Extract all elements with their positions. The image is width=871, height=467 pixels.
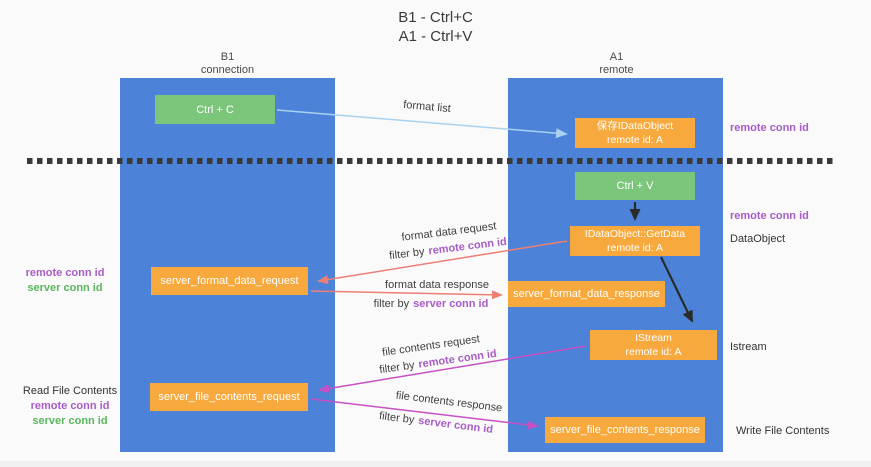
filter-by-text-2: filter by [373, 298, 410, 310]
title-line-1: B1 - Ctrl+C [398, 9, 473, 26]
annotation-file-remote-conn-id: remote conn id [30, 400, 110, 412]
diagram-title: B1 - Ctrl+C A1 - Ctrl+V [0, 8, 871, 46]
getdata-line2: remote id: A [606, 242, 664, 254]
format-list-arrow [276, 109, 568, 139]
ctrl-v-box: Ctrl + V [575, 172, 695, 200]
save-dataobject-box: 保存IDataObject remote id: A [575, 118, 695, 148]
lifeline-header-a1: A1 remote [549, 51, 684, 77]
getdata-box: IDataObject::GetData remote id: A [570, 226, 700, 256]
annotation-format-remote-conn-id: remote conn id [25, 267, 105, 279]
getdata-to-istream-arrow [660, 256, 693, 323]
annotation-read-file-title: Read File Contents [22, 385, 118, 397]
istream-line1: IStream [635, 332, 672, 344]
flow-label-format-data-response: format data response [385, 279, 489, 291]
server-file-contents-request-label: server_file_contents_request [158, 391, 300, 403]
server-format-data-request-box: server_format_data_request [151, 267, 308, 295]
server-file-contents-response-label: server_file_contents_response [550, 424, 700, 436]
ctrl-c-box: Ctrl + C [155, 95, 275, 124]
annotation-read-file-contents: Read File Contents remote conn id server… [15, 384, 125, 429]
annotation-write-file-contents: Write File Contents [736, 425, 830, 437]
istream-box: IStream remote id: A [590, 330, 717, 360]
annotation-format-conn-ids: remote conn id server conn id [20, 266, 110, 296]
annotation-istream: Istream [730, 341, 767, 353]
getdata-line1: IDataObject::GetData [584, 228, 686, 240]
annotation-format-server-conn-id: server conn id [27, 282, 103, 294]
annotation-file-server-conn-id: server conn id [32, 415, 108, 427]
server-file-contents-request-box: server_file_contents_request [150, 383, 308, 411]
lifeline-a1-name: A1 [609, 51, 624, 63]
save-dataobject-line1: 保存IDataObject [596, 120, 674, 132]
filter-server-conn-id-1: server conn id [413, 298, 489, 310]
annotation-dataobject: DataObject [730, 233, 786, 245]
lifeline-header-b1: B1 connection [160, 51, 295, 77]
save-dataobject-line2: remote id: A [606, 134, 664, 146]
bottom-edge-bar [0, 461, 871, 467]
server-format-data-response-label: server_format_data_response [513, 288, 660, 300]
istream-line2: remote id: A [625, 346, 682, 358]
server-file-contents-response-box: server_file_contents_response [545, 417, 705, 443]
lifeline-a1-role: remote [599, 64, 634, 76]
file-contents-response-arrow [310, 398, 539, 430]
ctrl-v-label: Ctrl + V [616, 180, 654, 192]
lifeline-b1-name: B1 [220, 51, 235, 63]
annotation-remote-conn-id-top: remote conn id [730, 122, 809, 134]
ctrl-c-label: Ctrl + C [196, 103, 234, 116]
lifeline-b1-role: connection [200, 64, 255, 76]
format-data-response-arrow [310, 290, 503, 300]
format-data-request-arrow [317, 240, 568, 285]
server-format-data-request-label: server_format_data_request [160, 275, 299, 287]
file-contents-request-arrow [318, 345, 587, 393]
title-line-2: A1 - Ctrl+V [398, 28, 473, 45]
annotation-remote-conn-id-mid: remote conn id [730, 210, 809, 222]
server-format-data-response-box: server_format_data_response [508, 281, 665, 307]
